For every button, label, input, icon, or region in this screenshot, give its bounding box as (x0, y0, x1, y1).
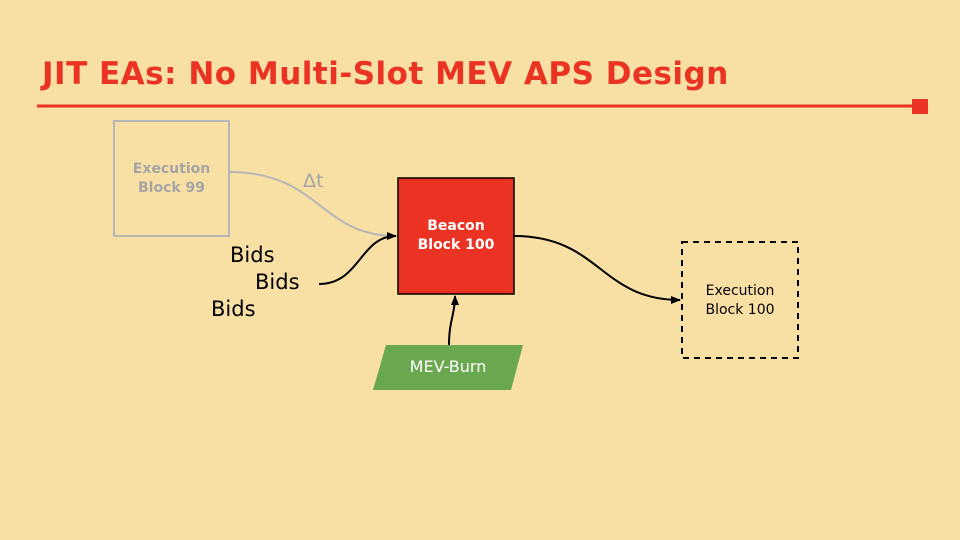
execution-block-100-label: Execution Block 100 (682, 282, 798, 320)
bids-label-3: Bids (211, 297, 256, 321)
title-underline-endcap (912, 99, 928, 114)
label-line: Block 100 (705, 302, 775, 318)
beacon-block-100-label: Beacon Block 100 (398, 217, 514, 255)
bids-arrow (318, 232, 397, 285)
mev-burn-shape (373, 345, 523, 390)
beacon-block-100-box (397, 177, 515, 295)
label-line: Beacon (427, 218, 485, 234)
execution-block-99-label: Execution Block 99 (114, 160, 229, 198)
delta-t-connector (228, 171, 397, 237)
mev-burn-arrow (448, 295, 459, 346)
bids-label-2: Bids (255, 270, 300, 294)
label-line: Execution (132, 161, 211, 177)
mev-burn-label: MEV-Burn (409, 357, 487, 376)
beacon-to-execution-arrow (513, 235, 681, 304)
delta-t-label: Δt (303, 170, 324, 192)
execution-block-100-box (681, 241, 799, 359)
slide-title: JIT EAs: No Multi-Slot MEV APS Design (42, 56, 729, 92)
label-line: Block 99 (137, 180, 206, 196)
bids-label-1: Bids (230, 243, 275, 267)
label-line: Block 100 (417, 237, 495, 253)
label-line: Execution (705, 283, 775, 299)
execution-block-99-box (113, 120, 230, 237)
